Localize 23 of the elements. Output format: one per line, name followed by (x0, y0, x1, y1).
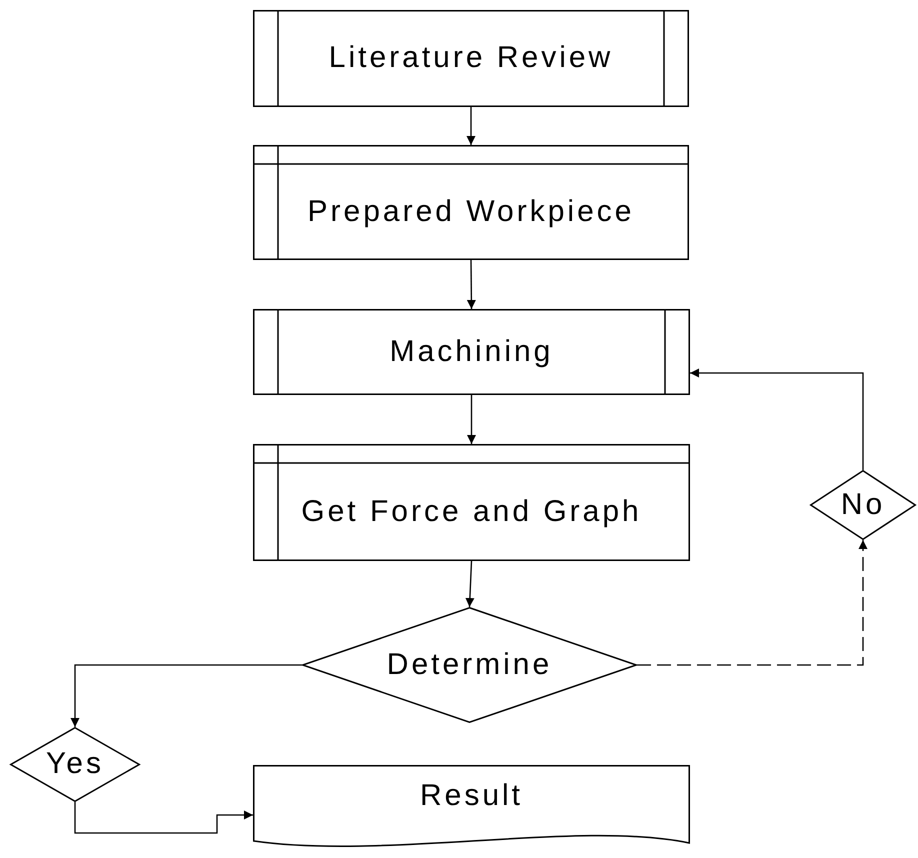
arrow (690, 368, 864, 470)
node-label: Machining (388, 334, 554, 370)
predefined-process-box (253, 10, 689, 107)
arrow (637, 540, 868, 666)
node-label: Prepared Workpiece (306, 195, 636, 230)
process-box (253, 444, 690, 561)
decision-diamond (810, 470, 916, 540)
decision-diamond (10, 727, 140, 802)
arrow (74, 802, 254, 834)
node-label: Get Force and Graph (300, 495, 643, 530)
arrow (465, 560, 474, 608)
decision-diamond (302, 607, 637, 723)
arrow (466, 107, 476, 145)
arrow (467, 395, 476, 444)
node-label: Literature Review (328, 41, 614, 76)
process-box (253, 145, 689, 260)
node-label: Result (420, 778, 524, 814)
arrow (70, 664, 302, 727)
node-label: Yes (46, 747, 104, 782)
node-label: Determine (386, 648, 552, 682)
arrow (466, 260, 476, 309)
predefined-process-box (253, 309, 690, 395)
node-label: No (840, 488, 886, 522)
